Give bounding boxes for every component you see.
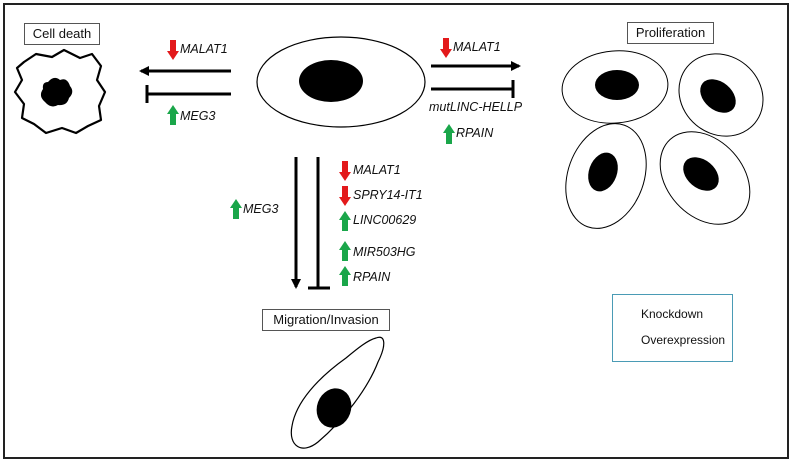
migrating-cell (290, 336, 385, 449)
gene-label-migration-malat1: MALAT1 (353, 163, 401, 177)
legend-overexpression-label: Overexpression (641, 333, 726, 347)
central-cell (256, 36, 426, 128)
dead-cell-nucleus (40, 77, 73, 107)
gene-label-cell-death-meg3: MEG3 (180, 109, 216, 123)
gene-label-migration-mir503hg: MIR503HG (353, 245, 416, 259)
regulation-icon-migration-right-1 (339, 186, 351, 206)
regulation-icon-migration-right-0 (339, 161, 351, 181)
gene-label-migration-meg3: MEG3 (243, 202, 279, 216)
regulation-icon-proliferation-2 (443, 124, 455, 144)
regulation-icon-migration-right-3 (339, 241, 351, 261)
regulation-icon-migration-left-0 (230, 199, 242, 219)
diagram-frame (3, 3, 789, 459)
regulation-icon-proliferation-0 (440, 38, 452, 58)
gene-label-migration-rpain: RPAIN (353, 270, 391, 284)
regulation-icon-migration-right-4 (339, 266, 351, 286)
legend: Knockdown Overexpression (612, 294, 733, 362)
migration-invasion-label: Migration/Invasion (262, 309, 390, 331)
regulation-icon-cell-death-0 (167, 40, 179, 60)
gene-label-proliferation-mutlinc-hellp: mutLINC-HELLP (429, 100, 523, 114)
regulation-icon-cell-death-1 (167, 105, 179, 125)
proliferation-label: Proliferation (627, 22, 714, 44)
cell-death-label: Cell death (24, 23, 100, 45)
gene-label-proliferation-rpain: RPAIN (456, 126, 494, 140)
proliferating-cells (561, 50, 764, 229)
gene-label-proliferation-malat1: MALAT1 (453, 40, 501, 54)
gene-label-migration-linc00629: LINC00629 (353, 213, 417, 227)
legend-knockdown-label: Knockdown (641, 307, 704, 321)
gene-label-cell-death-malat1: MALAT1 (180, 42, 228, 56)
dead-cell (13, 48, 107, 135)
central-cell-nucleus (299, 60, 363, 102)
regulation-icon-migration-right-2 (339, 211, 351, 231)
gene-label-migration-spry14-it1: SPRY14-IT1 (353, 188, 423, 202)
